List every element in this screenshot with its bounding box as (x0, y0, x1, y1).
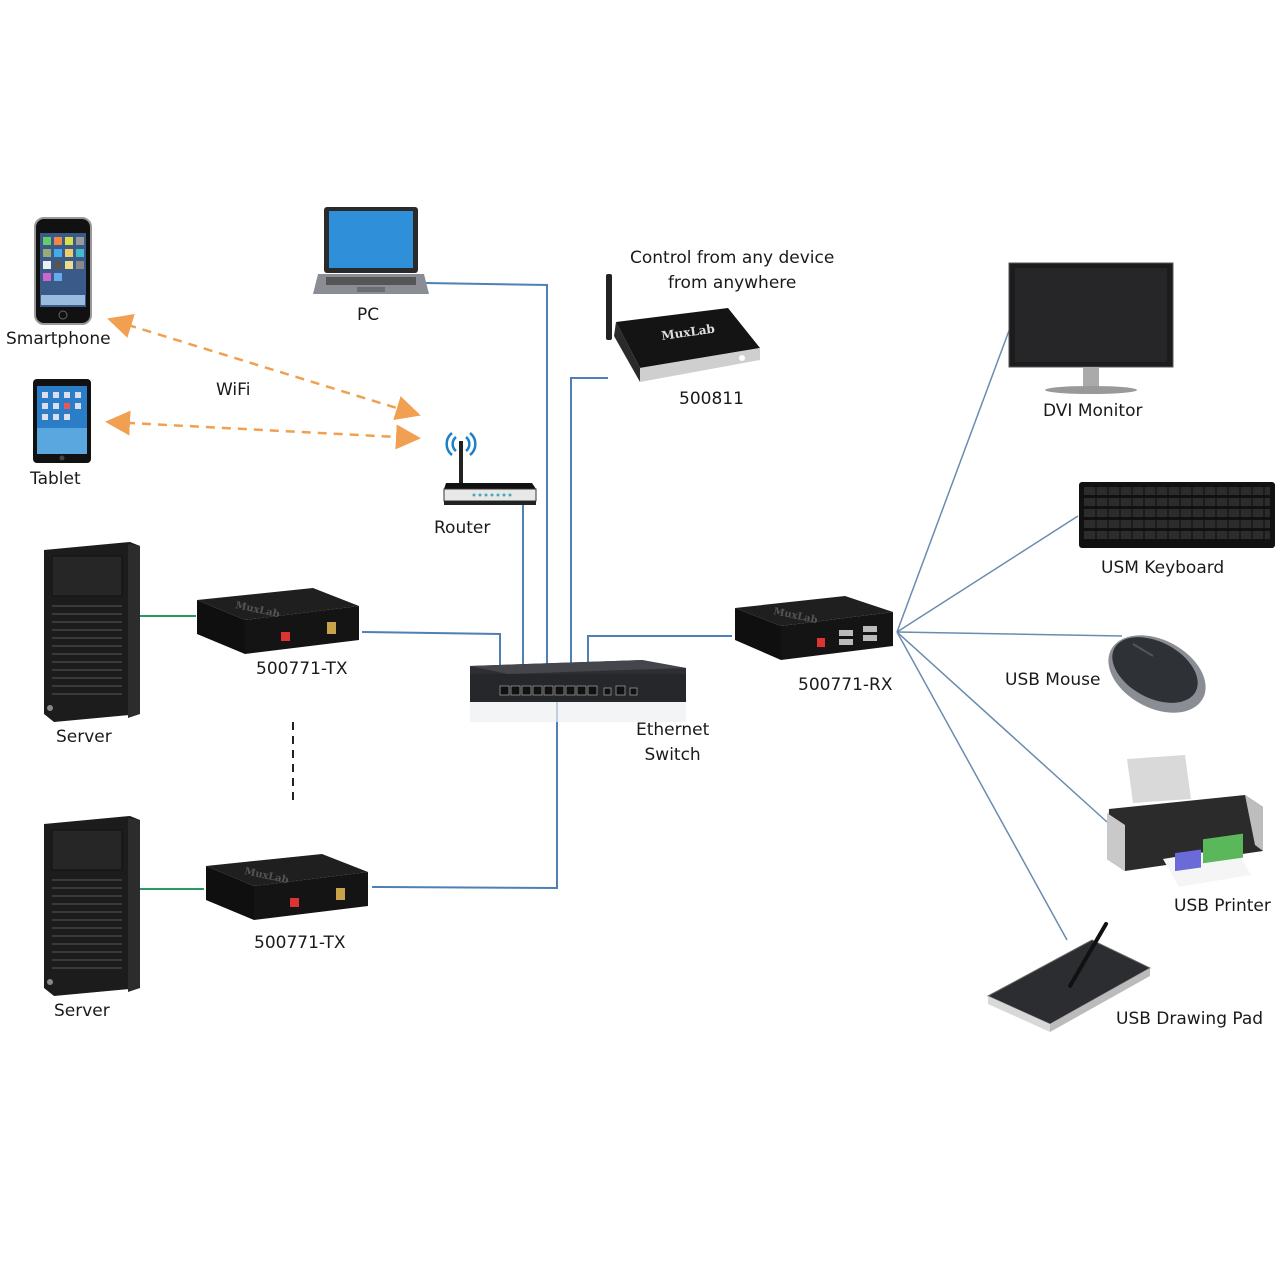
tx1-label: 500771-TX (256, 659, 348, 679)
pc-label: PC (357, 305, 380, 325)
link-rx-printer (896, 631, 1108, 823)
ethernet-switch-icon (470, 660, 686, 722)
smartphone-icon (34, 217, 92, 325)
monitor-icon (1008, 262, 1174, 394)
controller-caption-line1: Control from any device (630, 248, 835, 268)
printer (1105, 755, 1265, 895)
wifi-link-tablet (105, 410, 421, 450)
laptop-icon (313, 207, 429, 294)
router (440, 427, 540, 511)
server1 (40, 542, 142, 726)
rx: MuxLab (733, 596, 895, 672)
server-tower-icon (44, 542, 140, 722)
link-rx-keyboard (896, 515, 1079, 633)
server1-label: Server (56, 727, 112, 747)
controller-label: 500811 (679, 389, 744, 409)
drawing-pad-icon (986, 922, 1152, 1032)
pc (312, 206, 430, 302)
keyboard (1078, 481, 1276, 553)
tablet-icon (33, 379, 91, 463)
switch-label-line2: Switch (644, 745, 701, 765)
ethernet-link-tx2 (371, 700, 558, 890)
tx1: MuxLab (195, 588, 361, 664)
server2 (40, 816, 142, 1000)
drawing_pad (984, 920, 1156, 1044)
controller-caption: Control from any device from anywhere (630, 246, 834, 296)
wifi-link-smartphone (107, 313, 421, 421)
router-icon (443, 432, 537, 505)
tx2-label: 500771-TX (254, 933, 346, 953)
switch-label: Ethernet Switch (636, 718, 709, 768)
drawing-pad-label: USB Drawing Pad (1116, 1009, 1264, 1029)
mouse-label: USB Mouse (1005, 670, 1101, 690)
switch (468, 656, 690, 730)
kvm-transmitter-icon: MuxLab (197, 588, 359, 654)
mouse-icon (1108, 635, 1206, 713)
keyboard-icon (1079, 482, 1275, 548)
router-label: Router (434, 518, 491, 538)
keyboard-label: USM Keyboard (1101, 558, 1225, 578)
server-tower-icon (44, 816, 140, 996)
rx-label: 500771-RX (798, 675, 893, 695)
link-rx-mouse (896, 631, 1123, 637)
server2-label: Server (54, 1001, 110, 1021)
link-rx-monitor (896, 327, 1011, 633)
controller: MuxLab (600, 272, 766, 392)
tx2: MuxLab (204, 854, 370, 930)
link-rx-drawing-pad (896, 631, 1068, 941)
smartphone-label: Smartphone (6, 329, 111, 349)
switch-label-line1: Ethernet (636, 720, 710, 740)
monitor-label: DVI Monitor (1043, 401, 1143, 421)
mouse (1103, 630, 1211, 722)
smartphone (34, 217, 92, 329)
controller-caption-line2: from anywhere (667, 273, 797, 293)
wifi-label: WiFi (216, 380, 251, 400)
monitor (1007, 261, 1175, 401)
tablet (32, 378, 92, 468)
tablet-label: Tablet (30, 469, 81, 489)
ethernet-link-controller (570, 377, 608, 692)
printer-icon (1107, 755, 1263, 887)
kvm-transmitter-icon: MuxLab (206, 854, 368, 920)
printer-label: USB Printer (1174, 896, 1271, 916)
ethernet-link-pc (424, 282, 548, 692)
network-controller-icon: MuxLab (606, 274, 760, 382)
kvm-receiver-icon: MuxLab (735, 596, 893, 660)
